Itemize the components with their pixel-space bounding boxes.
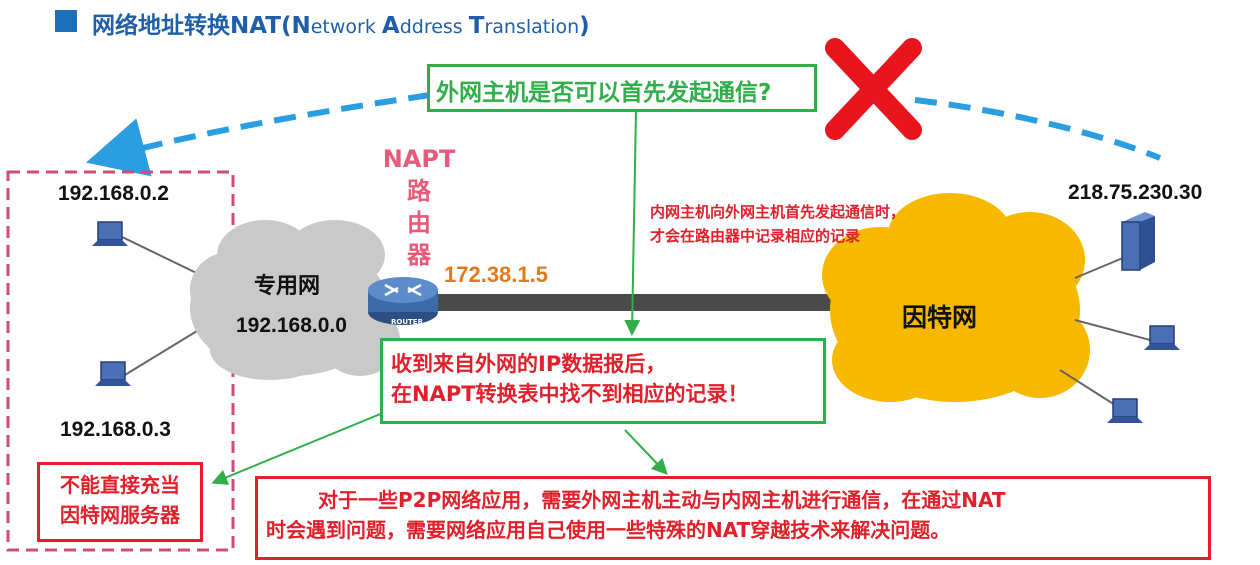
internet-cloud bbox=[822, 193, 1090, 402]
page-title: 网络地址转换NAT(Network Address Translation) bbox=[92, 13, 590, 39]
router-record-note: 内网主机向外网主机首先发起通信时， 才会在路由器中记录相应的记录 bbox=[650, 200, 905, 248]
title-marker bbox=[55, 10, 77, 32]
computer-icon-host2 bbox=[95, 361, 131, 386]
arrow-result-to-server-box bbox=[211, 407, 396, 485]
computer-icon-remote1 bbox=[1144, 325, 1180, 350]
napt-label-line4: 器 bbox=[407, 241, 431, 269]
wan-ip: 172.38.1.5 bbox=[444, 262, 548, 287]
computer-icon-remote2 bbox=[1107, 398, 1143, 423]
note-line2: 才会在路由器中记录相应的记录 bbox=[650, 227, 861, 245]
p2p-line2: 时会遇到问题，需要网络应用自己使用一些特殊的NAT穿越技术来解决问题。 bbox=[266, 518, 951, 542]
result-text: 收到来自外网的IP数据报后， 在NAPT转换表中找不到相应的记录！ bbox=[391, 349, 749, 409]
arrow-result-to-p2p bbox=[624, 429, 668, 475]
private-network-label: 专用网 bbox=[254, 274, 321, 299]
napt-label-line3: 由 bbox=[407, 209, 431, 237]
question-box: 外网主机是否可以首先发起通信? bbox=[427, 64, 817, 112]
computer-icon-host1 bbox=[92, 221, 128, 246]
communication-arc-left bbox=[85, 92, 431, 177]
p2p-text: 对于一些P2P网络应用，需要外网主机主动与内网主机进行通信，在通过NAT 时会遇… bbox=[266, 485, 1006, 545]
router-icon bbox=[368, 277, 438, 325]
server-ip: 218.75.230.30 bbox=[1068, 181, 1203, 204]
server-limit-box: 不能直接充当 因特网服务器 bbox=[37, 462, 203, 542]
internet-label: 因特网 bbox=[902, 303, 978, 332]
server-limit-line2: 因特网服务器 bbox=[60, 503, 180, 527]
host2-ip: 192.168.0.3 bbox=[60, 418, 171, 441]
server-tower-icon bbox=[1121, 212, 1155, 271]
result-box: 收到来自外网的IP数据报后， 在NAPT转换表中找不到相应的记录！ bbox=[380, 338, 826, 424]
napt-label-line2: 路 bbox=[407, 177, 431, 205]
communication-arc-right bbox=[914, 97, 1162, 161]
private-network-address: 192.168.0.0 bbox=[236, 314, 347, 337]
arrow-question-to-result bbox=[624, 109, 641, 336]
private-area-border bbox=[6, 170, 235, 552]
p2p-line1: 对于一些P2P网络应用，需要外网主机主动与内网主机进行通信，在通过NAT bbox=[318, 488, 1006, 512]
cross-icon bbox=[825, 38, 922, 140]
question-text: 外网主机是否可以首先发起通信? bbox=[436, 80, 772, 106]
result-line1: 收到来自外网的IP数据报后， bbox=[391, 352, 667, 376]
napt-router-label: NAPT 路 由 器 bbox=[380, 143, 458, 271]
p2p-box: 对于一些P2P网络应用，需要外网主机主动与内网主机进行通信，在通过NAT 时会遇… bbox=[255, 476, 1211, 560]
router-icon-label: ROUTER bbox=[391, 318, 423, 326]
result-line2: 在NAPT转换表中找不到相应的记录！ bbox=[391, 382, 749, 406]
server-limit-line1: 不能直接充当 bbox=[60, 473, 180, 497]
host1-ip: 192.168.0.2 bbox=[58, 182, 169, 205]
note-line1: 内网主机向外网主机首先发起通信时， bbox=[650, 203, 906, 221]
wan-link bbox=[430, 294, 870, 311]
server-limit-text: 不能直接充当 因特网服务器 bbox=[40, 470, 200, 530]
napt-label-line1: NAPT bbox=[382, 145, 456, 173]
